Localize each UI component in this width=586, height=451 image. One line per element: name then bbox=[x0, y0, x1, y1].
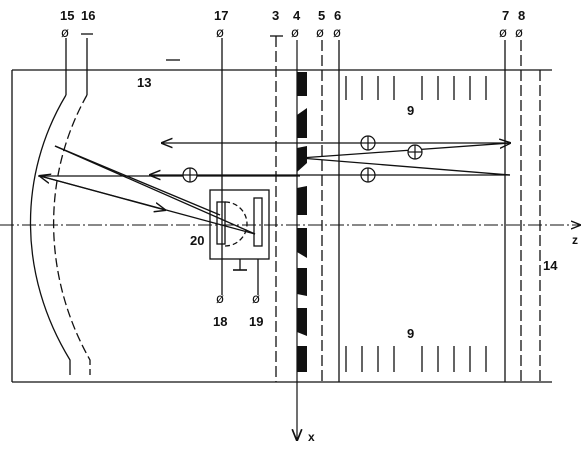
label-14: 14 bbox=[543, 258, 558, 273]
label-16: 16 bbox=[81, 8, 95, 23]
label-9-bottom: 9 bbox=[407, 326, 414, 341]
label-8: 8 bbox=[518, 8, 525, 23]
mirror-electrode-16 bbox=[52, 94, 91, 375]
terminal-symbol-7: ø bbox=[499, 26, 507, 41]
terminal-symbol-4: ø bbox=[291, 26, 299, 41]
label-18: 18 bbox=[213, 314, 227, 329]
terminal-symbol-18: ø bbox=[216, 292, 224, 307]
label-19: 19 bbox=[249, 314, 263, 329]
label-9-top: 9 bbox=[407, 103, 414, 118]
terminal-symbol-17: ø bbox=[216, 26, 224, 41]
ion-symbol-c bbox=[360, 167, 376, 183]
z-axis-label: z bbox=[572, 233, 578, 247]
x-axis-label: x bbox=[308, 430, 315, 444]
label-20: 20 bbox=[190, 233, 204, 248]
label-13: 13 bbox=[137, 75, 151, 90]
detector-plate-right bbox=[253, 197, 263, 247]
label-6: 6 bbox=[334, 8, 341, 23]
label-5: 5 bbox=[318, 8, 325, 23]
terminal-symbol-6: ø bbox=[333, 26, 341, 41]
label-17: 17 bbox=[214, 8, 228, 23]
detector-plate-left bbox=[216, 201, 226, 245]
ion-symbol-b bbox=[407, 144, 423, 160]
terminal-symbol-5: ø bbox=[316, 26, 324, 41]
label-4: 4 bbox=[293, 8, 301, 23]
terminal-symbol-15: ø bbox=[61, 26, 69, 41]
detector-arc bbox=[224, 201, 248, 247]
terminal-symbol-19: ø bbox=[252, 292, 260, 307]
label-15: 15 bbox=[60, 8, 74, 23]
ion-symbol-d bbox=[182, 167, 198, 183]
terminal-symbol-8: ø bbox=[515, 26, 523, 41]
label-7: 7 bbox=[502, 8, 509, 23]
mirror-electrode-15 bbox=[29, 94, 71, 375]
segmented-electrode-4 bbox=[297, 72, 307, 372]
label-3: 3 bbox=[272, 8, 279, 23]
ion-symbol-a bbox=[360, 135, 376, 151]
